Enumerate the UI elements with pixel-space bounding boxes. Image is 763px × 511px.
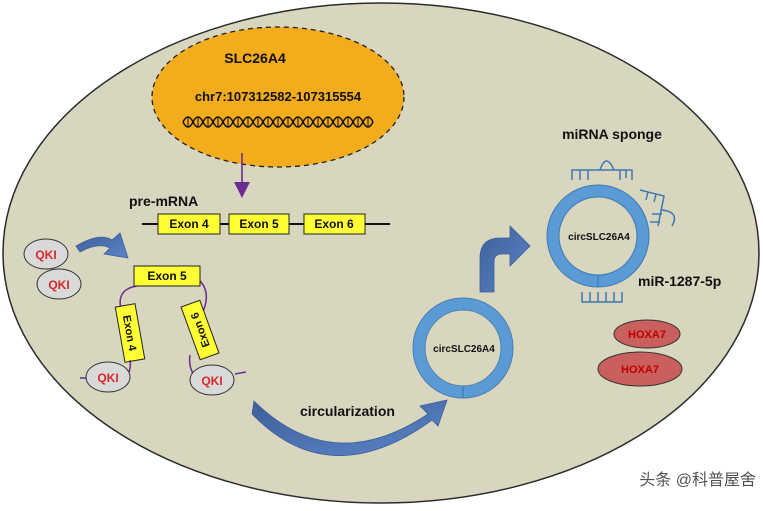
qki-bubble-2: [36, 268, 82, 300]
looped-exon-5-label: Exon 5: [147, 269, 187, 283]
exon-4-label: Exon 4: [169, 217, 209, 231]
qki-label-4: QKI: [201, 374, 222, 388]
dna-rungs: [187, 117, 369, 127]
gene-locus: chr7:107312582-107315554: [195, 89, 362, 104]
hoxa7-bubble-1: [613, 319, 681, 349]
exon-6-box: Exon 6: [303, 213, 366, 235]
strand-right-end: [234, 371, 247, 375]
export-arrow: [479, 225, 531, 293]
looped-exon-5-box: Exon 5: [133, 265, 201, 287]
gene-locus-ellipse: [151, 26, 405, 168]
mirna-glyph-top: [571, 160, 633, 180]
qki-label-2: QKI: [48, 278, 69, 292]
exon-5-box: Exon 5: [228, 213, 290, 235]
mirna-glyph-bottom: [581, 292, 623, 303]
looped-exon-4-box: Exon 4: [114, 303, 146, 363]
pre-mrna-label: pre-mRNA: [129, 193, 198, 209]
qki-binding-arrow: [75, 232, 129, 259]
hoxa7-bubble-2: [597, 351, 683, 387]
exon-6-label: Exon 6: [314, 217, 354, 231]
qki-bubble-3: [85, 361, 131, 393]
mirna-glyph-right: [639, 189, 676, 227]
hoxa7-label-2: HOXA7: [621, 364, 659, 376]
sponge-title: miRNA sponge: [562, 126, 662, 142]
circularization-arrow: [251, 399, 448, 456]
qki-bubble-4: [189, 364, 235, 396]
exon-5-label: Exon 5: [239, 217, 279, 231]
watermark: 头条 @科普屋舍: [639, 471, 756, 489]
circularization-label: circularization: [300, 403, 395, 419]
qki-label-3: QKI: [97, 371, 118, 385]
qki-label-1: QKI: [35, 248, 56, 262]
looped-exon-6-box: Exon 6: [180, 299, 220, 361]
hoxa7-label-1: HOXA7: [628, 329, 666, 341]
circrna-label-1: circSLC26A4: [433, 344, 495, 355]
circrna-label-2: circSLC26A4: [568, 232, 630, 243]
qki-bubble-1: [23, 238, 69, 270]
mirna-label: miR-1287-5p: [638, 273, 721, 289]
exon-4-box: Exon 4: [157, 213, 221, 235]
gene-name: SLC26A4: [224, 50, 286, 66]
